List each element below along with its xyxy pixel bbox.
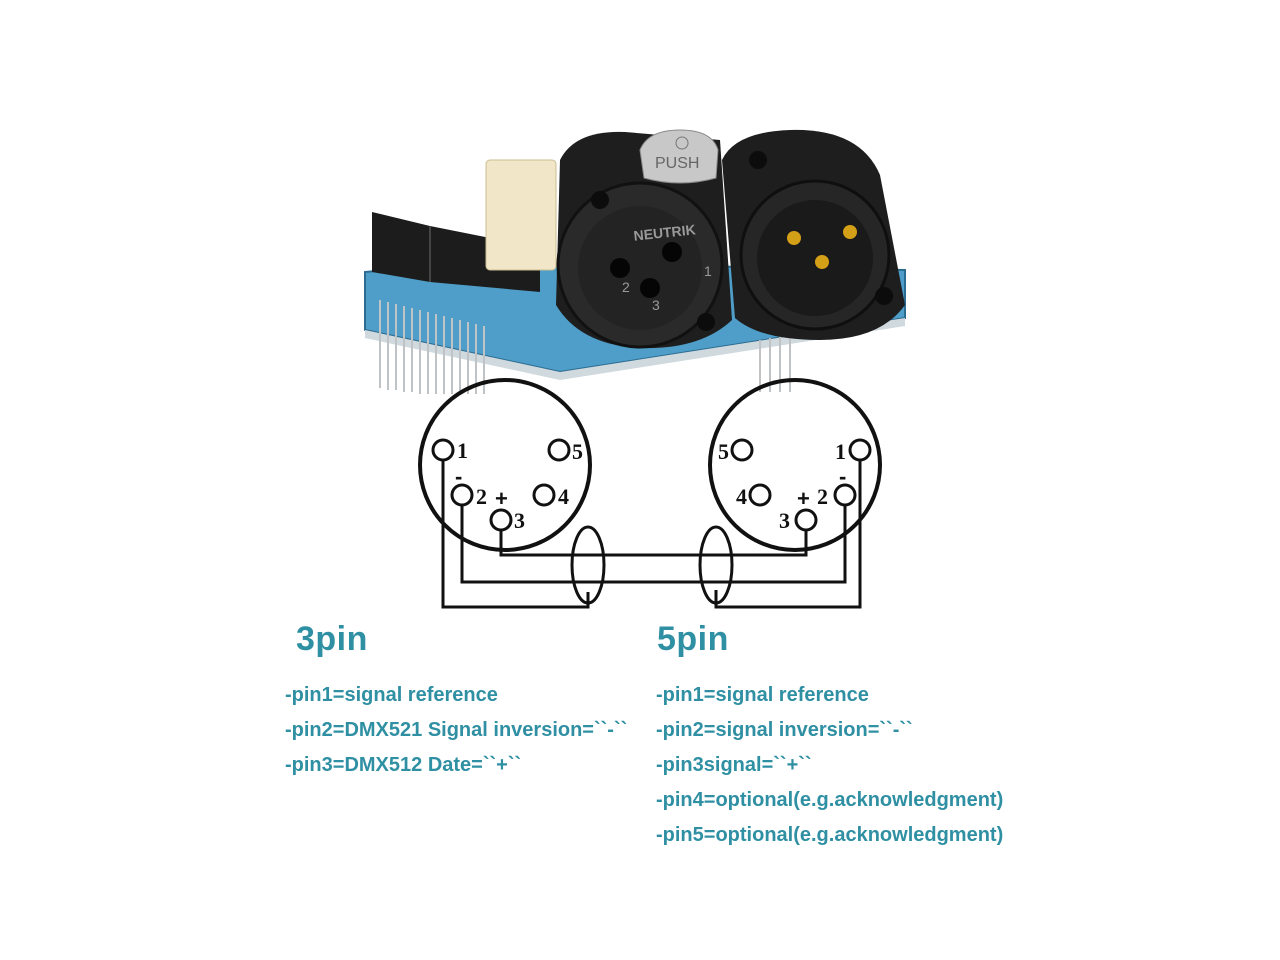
three-pin-title: 3pin [296, 620, 368, 658]
three-pin-note: -pin3=DMX512 Date=``+`` [285, 754, 522, 776]
left-plus-sign: + [495, 486, 508, 511]
socket-1 [662, 242, 682, 262]
left-pin-1 [431, 438, 455, 462]
wire-pin1-right [714, 460, 862, 609]
five-pin-notes: -pin1=signal reference -pin2=signal inve… [656, 684, 1003, 859]
left-minus-sign: - [455, 464, 462, 489]
right-pin-3-label: 3 [779, 508, 790, 533]
three-pin-note: -pin2=DMX521 Signal inversion=``-`` [285, 719, 628, 741]
male-xlr-connector [722, 129, 905, 340]
left-pin-1-label: 1 [457, 438, 468, 463]
right-connector-outline [708, 378, 882, 552]
socket-3 [640, 278, 660, 298]
header-pins [379, 300, 791, 394]
socket-number-1: 1 [704, 263, 712, 279]
socket-number-3: 3 [652, 297, 660, 313]
right-pin-4 [748, 483, 772, 507]
socket-number-2: 2 [622, 279, 630, 295]
right-pin-1-label: 1 [835, 439, 846, 464]
five-pin-note: -pin3signal=``+`` [656, 754, 812, 776]
five-pin-note: -pin5=optional(e.g.acknowledgment) [656, 824, 1004, 846]
push-latch: PUSH [639, 129, 719, 184]
left-shield-ellipse [570, 525, 606, 605]
five-pin-note: -pin4=optional(e.g.acknowledgment) [656, 789, 1004, 811]
right-pin-5 [730, 438, 754, 462]
product-photo: NEUTRIK 1 2 3 PUSH [364, 129, 906, 394]
left-pin-5 [547, 438, 571, 462]
female-header [372, 212, 540, 292]
right-pin-4-label: 4 [736, 484, 747, 509]
wires [441, 460, 862, 609]
female-xlr-connector: NEUTRIK 1 2 3 [556, 131, 732, 349]
left-connector-outline [418, 378, 592, 552]
gold-pin-3 [815, 255, 829, 269]
wiring-diagram: 1 5 2 4 3 - + 5 1 4 2 3 - + [418, 378, 882, 609]
terminal-block [485, 159, 557, 271]
right-plus-sign: + [797, 486, 810, 511]
left-pin-5-label: 5 [572, 439, 583, 464]
five-pin-note: -pin1=signal reference [656, 684, 869, 706]
five-pin-title: 5pin [657, 620, 729, 658]
left-pin-3 [489, 508, 513, 532]
pcb-edge [365, 318, 905, 380]
gold-pin-1 [787, 231, 801, 245]
right-pin-2-label: 2 [817, 484, 828, 509]
five-pin-note: -pin2=signal inversion=``-`` [656, 719, 913, 741]
wire-pin2 [460, 505, 847, 584]
three-pin-notes: -pin1=signal reference -pin2=DMX521 Sign… [285, 684, 627, 789]
socket-2 [610, 258, 630, 278]
wire-pin3 [499, 530, 808, 557]
right-pin-3 [794, 508, 818, 532]
left-pin-3-label: 3 [514, 508, 525, 533]
right-pin-5-label: 5 [718, 439, 729, 464]
right-shield-ellipse [698, 525, 734, 605]
wire-pin1-left [441, 460, 590, 609]
latch-text: PUSH [655, 155, 699, 172]
right-minus-sign: - [839, 464, 846, 489]
left-pin-4 [532, 483, 556, 507]
left-pin-4-label: 4 [558, 484, 569, 509]
brand-text: NEUTRIK [633, 221, 697, 243]
three-pin-note: -pin1=signal reference [285, 684, 498, 706]
gold-pin-2 [843, 225, 857, 239]
right-pin-1 [848, 438, 872, 462]
left-pin-2-label: 2 [476, 484, 487, 509]
